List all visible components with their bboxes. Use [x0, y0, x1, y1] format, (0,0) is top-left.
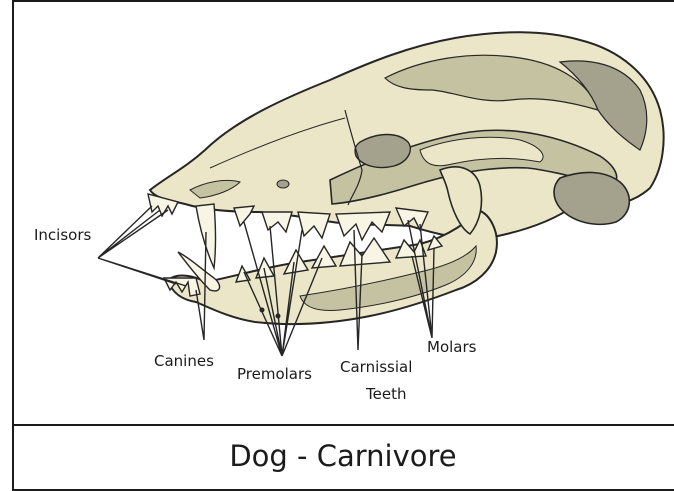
label-incisors: Incisors: [34, 227, 91, 244]
upper-premolar-2: [262, 212, 292, 232]
upper-carnassial: [336, 212, 390, 240]
caption-divider: [12, 424, 674, 426]
diagram-caption: Dog - Carnivore: [12, 436, 674, 476]
incisors-pointer: [98, 206, 186, 286]
dog-skull-illustration: [0, 0, 674, 424]
label-carnissial: Carnissial: [340, 359, 412, 376]
upper-premolar-3: [298, 212, 330, 238]
label-canines: Canines: [154, 353, 214, 370]
lower-carnassial: [340, 238, 390, 266]
nostril-hole: [277, 180, 289, 188]
label-carnissial-teeth: Teeth: [366, 386, 406, 403]
label-molars: Molars: [427, 339, 476, 356]
back-condyle: [554, 172, 629, 224]
label-premolars: Premolars: [237, 366, 312, 383]
